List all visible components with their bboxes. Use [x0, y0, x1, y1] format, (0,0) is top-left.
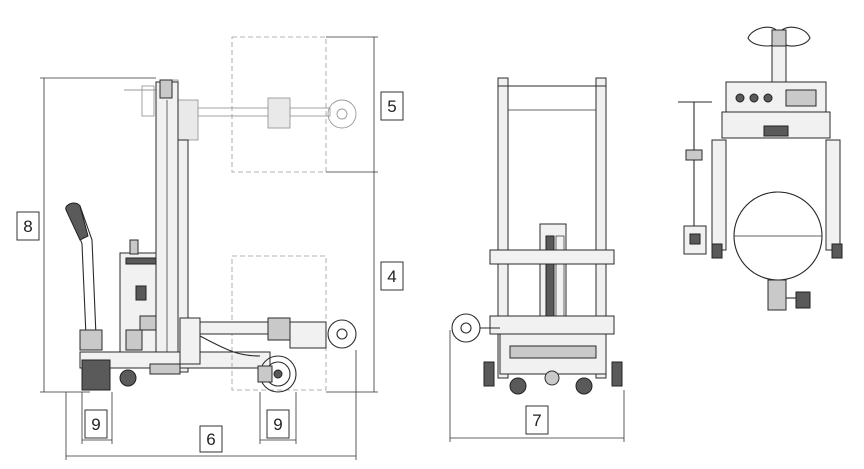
front-caster-2: [575, 377, 593, 395]
svg-text:9: 9: [273, 415, 282, 434]
top-bottom-clamp: [767, 279, 787, 311]
top-tiller-stem: [771, 45, 787, 83]
top-side-rail-right: [825, 139, 841, 251]
dimension-label-9-left: 9: [84, 409, 108, 439]
drive-unit: [81, 359, 111, 391]
front-carriage-frame: [489, 315, 615, 335]
svg-text:8: 8: [23, 217, 32, 236]
svg-text:5: 5: [387, 97, 396, 116]
load-wheel: [257, 355, 297, 393]
top-side-rail-left: [711, 139, 727, 251]
dimension-label-8: 8: [16, 211, 40, 241]
dimension-label-6: 6: [199, 425, 223, 453]
front-wheel-right: [611, 361, 623, 387]
dimension-label-7: 7: [525, 405, 549, 435]
tiller-handle: [65, 202, 103, 351]
control-box-top: [125, 257, 157, 265]
top-display: [785, 89, 817, 107]
mast-top: [159, 79, 173, 99]
lowered-carriage: [139, 255, 357, 391]
dimension-label-4: 4: [380, 261, 404, 291]
svg-text:6: 6: [206, 430, 215, 449]
beacon: [129, 239, 139, 255]
front-wheel-left: [483, 361, 495, 387]
front-view: [449, 77, 625, 442]
top-button-3: [763, 93, 773, 103]
svg-text:9: 9: [91, 415, 100, 434]
front-handwheel: [451, 313, 481, 343]
battery-plug: [125, 329, 143, 351]
top-tiller-handle: [747, 26, 811, 47]
top-bottom-knob: [795, 291, 811, 309]
top-view: [678, 26, 843, 311]
top-button-1: [735, 93, 745, 103]
mast-inner: [177, 139, 189, 373]
dimension-label-9-right: 9: [266, 409, 290, 439]
control-panel-display: [135, 285, 147, 301]
svg-text:7: 7: [532, 411, 541, 430]
side-view: [40, 36, 378, 460]
dimension-label-5: 5: [380, 91, 404, 121]
svg-text:4: 4: [387, 267, 396, 286]
front-drive-wheel: [544, 370, 560, 386]
top-button-2: [749, 93, 759, 103]
front-upper-frame: [489, 249, 615, 265]
front-caster-1: [509, 377, 527, 395]
dimension-lines-side: [40, 36, 378, 460]
caster-wheel-left: [119, 369, 137, 387]
outrigger: [149, 363, 181, 375]
